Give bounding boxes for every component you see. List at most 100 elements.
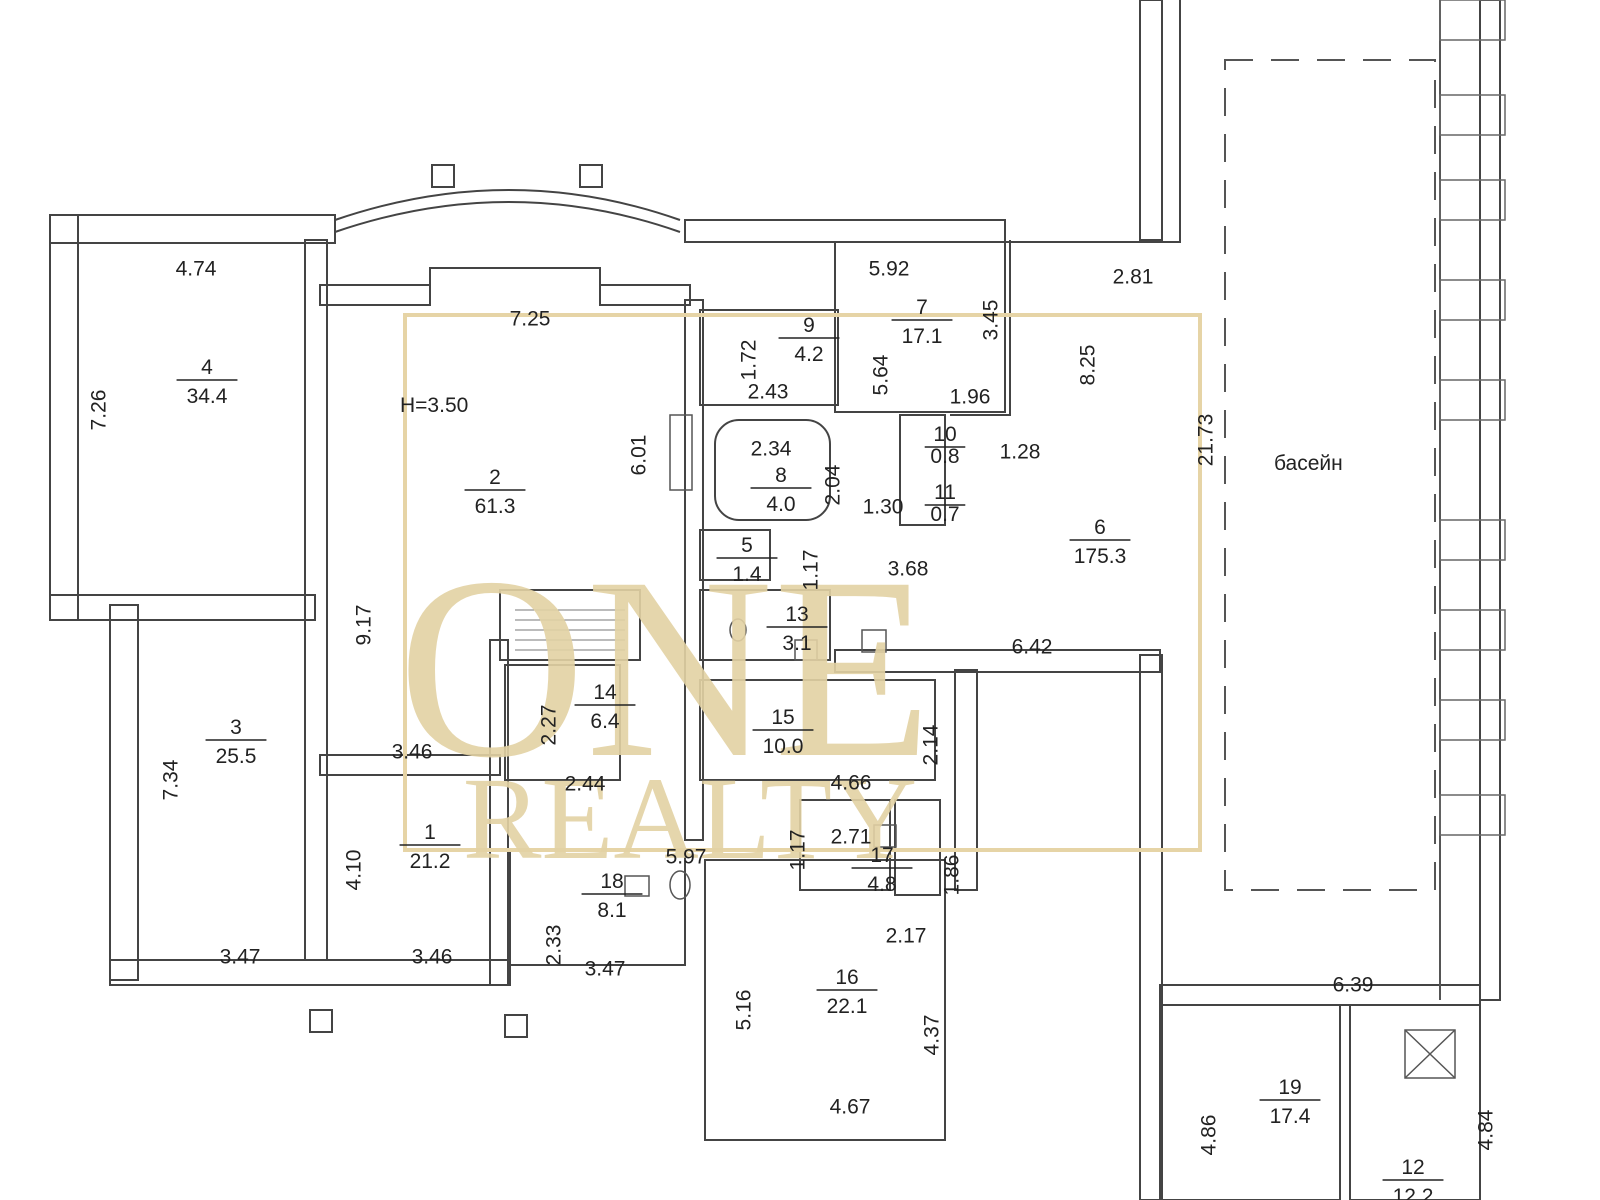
wall-pool-east	[1479, 0, 1501, 1001]
dimension-label: 6.39	[1333, 974, 1374, 997]
dimension-label: 5.92	[869, 258, 910, 281]
dimension-label: 3.68	[888, 558, 929, 581]
room-number: 2	[489, 466, 501, 489]
room-15-label: 15 10.0	[752, 706, 814, 758]
dimension-label: 2.04	[822, 464, 845, 505]
stairs	[515, 609, 625, 651]
dimension-label: 4.74	[176, 258, 217, 281]
room-number: 5	[741, 534, 753, 557]
dimension-label: 1.17	[800, 550, 823, 591]
dimension-label: 4.10	[343, 850, 366, 891]
dimension-label: 6.01	[628, 435, 651, 476]
pool-windows	[1439, 0, 1506, 836]
wall-room9	[699, 309, 839, 406]
room-area: 4.2	[794, 343, 823, 366]
column	[309, 1009, 333, 1033]
room-17-label: 174.8	[851, 844, 913, 896]
room-area: 0.7	[930, 503, 959, 526]
dimension-labels: 4.747.267.256.019.173.467.343.474.103.46…	[88, 258, 1498, 1156]
room-14-label: 146.4	[574, 681, 636, 733]
watermark-line1: ONE	[398, 524, 932, 812]
dimension-label: 1.86	[941, 855, 964, 896]
wall-room12	[1349, 1004, 1481, 1200]
room-10-label: 100.8	[924, 423, 966, 468]
window	[1439, 179, 1506, 221]
wall-partition-2-3	[304, 239, 328, 961]
stair-box	[499, 589, 641, 661]
wall-north-room4	[49, 214, 336, 244]
dimension-label: 3.47	[220, 946, 261, 969]
vent-shaft-icon	[1404, 1029, 1456, 1079]
room-area: 12.2	[1393, 1185, 1434, 1200]
room-area: 4.8	[867, 873, 896, 896]
room-area: 61.3	[475, 495, 516, 518]
wall-east-hall	[1139, 654, 1163, 1200]
wall-south-room4	[49, 594, 316, 621]
dimension-label: 1.30	[863, 496, 904, 519]
room-number: 13	[785, 603, 808, 626]
sink-icon	[794, 639, 818, 661]
dimension-label: 6.42	[1012, 636, 1053, 659]
room-area: 21.2	[410, 850, 451, 873]
room-number: 9	[803, 314, 815, 337]
dimension-label: 2.33	[543, 925, 566, 966]
walls	[49, 0, 1501, 1200]
room-number: 10	[933, 423, 956, 446]
dimension-label: 5.64	[870, 354, 893, 395]
dimension-label: 5.16	[733, 990, 756, 1031]
dimension-label: 7.26	[88, 390, 111, 431]
dimension-label: 4.37	[921, 1015, 944, 1056]
wall-room14	[504, 664, 621, 781]
watermark-frame	[403, 313, 1202, 852]
room-number: 14	[593, 681, 617, 704]
room-number: 7	[916, 296, 928, 319]
pool	[1224, 0, 1441, 1000]
room-area: 10.0	[763, 735, 804, 758]
dimension-label: 3.46	[392, 741, 433, 764]
dimension-label: 3.45	[980, 300, 1003, 341]
dimension-label: 2.44	[565, 773, 606, 796]
room-number: 16	[835, 966, 858, 989]
dimension-label: 4.67	[830, 1096, 871, 1119]
wall-room10-11	[899, 414, 946, 526]
dimension-label: 1.17	[787, 830, 810, 871]
wall-room-unlabeled	[954, 669, 978, 891]
wall-room16	[704, 859, 946, 1141]
dimension-label: 3.46	[412, 946, 453, 969]
room-number: 15	[771, 706, 794, 729]
room-number: 11	[934, 481, 956, 504]
room-number: 4	[201, 356, 213, 379]
wall-room8	[714, 419, 831, 521]
wall-north-room2a	[319, 284, 431, 306]
dimension-label: 2.27	[538, 705, 561, 746]
wall-south-hall	[834, 649, 1161, 673]
toilet-icon	[729, 618, 747, 642]
dimension-label: 2.81	[1113, 266, 1154, 289]
dimension-label: 5.97	[666, 846, 707, 869]
dimension-label: 1.96	[950, 386, 991, 409]
room-1-label: 121.2	[399, 821, 461, 873]
wall-pool-west	[1139, 0, 1163, 241]
column	[431, 164, 455, 188]
dimension-label: 7.34	[160, 759, 183, 800]
window	[1439, 519, 1506, 561]
room-9-label: 94.2	[778, 314, 840, 366]
wall-west-room3	[109, 604, 139, 981]
room-number: 3	[230, 716, 242, 739]
column	[579, 164, 603, 188]
dimension-label: 1.72	[738, 340, 761, 381]
toilet-icon	[669, 870, 691, 900]
dimension-label: 2.34	[751, 438, 792, 461]
dimension-label: 4.84	[1475, 1109, 1498, 1150]
sink-icon	[861, 629, 887, 653]
dimension-label: 3.47	[585, 958, 626, 981]
window	[1439, 94, 1506, 136]
dimension-label: 2.43	[748, 381, 789, 404]
room-area: 0.8	[930, 445, 959, 468]
room-11-label: 110.7	[924, 481, 966, 526]
room-number: 12	[1401, 1156, 1424, 1179]
sink-icon	[624, 875, 650, 897]
room-area: 34.4	[187, 385, 228, 408]
